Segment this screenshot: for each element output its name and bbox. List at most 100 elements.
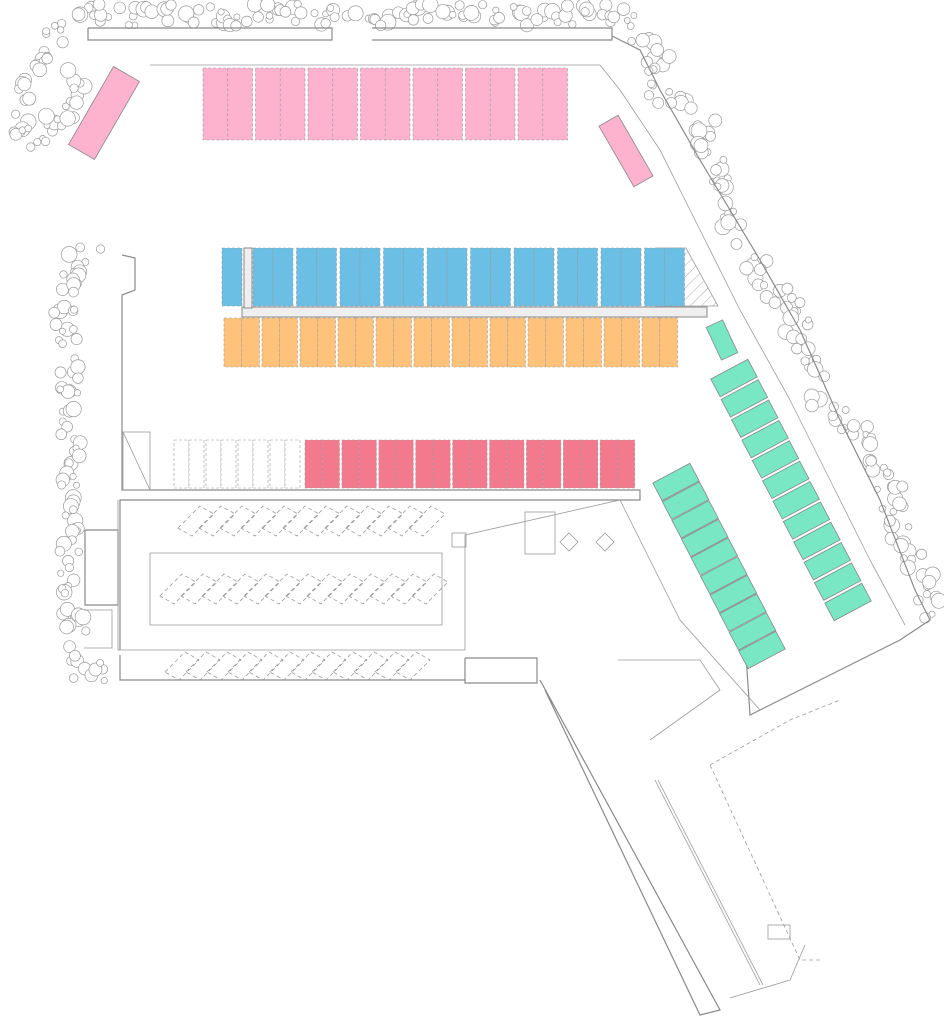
berth[interactable]: [700, 556, 748, 595]
berth-group[interactable]: [202, 67, 253, 141]
berth[interactable]: [762, 460, 810, 500]
berth[interactable]: [526, 439, 544, 489]
berth-group[interactable]: [296, 247, 337, 307]
berth[interactable]: [321, 439, 340, 489]
berth[interactable]: [728, 612, 777, 651]
berth[interactable]: [412, 67, 439, 141]
berth-group[interactable]: [644, 247, 685, 307]
berth-group[interactable]: [451, 317, 488, 368]
berth[interactable]: [337, 317, 357, 368]
berth[interactable]: [67, 65, 141, 161]
berth[interactable]: [621, 317, 640, 368]
berth[interactable]: [620, 247, 642, 307]
berth[interactable]: [772, 480, 820, 520]
berth[interactable]: [304, 439, 323, 489]
berth-group[interactable]: [255, 67, 306, 141]
berth[interactable]: [375, 317, 395, 368]
berth[interactable]: [517, 67, 544, 141]
berth[interactable]: [358, 439, 377, 489]
berth[interactable]: [252, 439, 269, 489]
berth[interactable]: [730, 399, 779, 438]
berth-group[interactable]: [269, 439, 301, 489]
berth-group[interactable]: [426, 247, 468, 307]
berth[interactable]: [542, 67, 568, 141]
berth[interactable]: [317, 317, 336, 368]
berth[interactable]: [332, 67, 358, 141]
berth[interactable]: [490, 247, 511, 307]
berth[interactable]: [296, 247, 317, 307]
berth-group[interactable]: [562, 439, 599, 489]
berth-group[interactable]: [252, 247, 294, 307]
berth[interactable]: [507, 317, 526, 368]
berth[interactable]: [664, 247, 685, 307]
berth[interactable]: [705, 319, 739, 361]
berth[interactable]: [489, 439, 508, 489]
berth[interactable]: [603, 317, 623, 368]
berth[interactable]: [241, 317, 260, 368]
berth[interactable]: [272, 247, 294, 307]
berth[interactable]: [316, 247, 337, 307]
berth[interactable]: [261, 317, 281, 368]
berth-group[interactable]: [527, 317, 564, 368]
berth[interactable]: [393, 317, 412, 368]
berth-group[interactable]: [565, 317, 602, 368]
berth-group[interactable]: [412, 67, 463, 141]
berth[interactable]: [378, 439, 397, 489]
berth[interactable]: [738, 630, 786, 670]
berth[interactable]: [652, 462, 700, 502]
berth[interactable]: [513, 247, 535, 307]
berth[interactable]: [680, 518, 729, 558]
berth[interactable]: [719, 593, 767, 632]
berth[interactable]: [543, 439, 562, 489]
berth[interactable]: [644, 247, 665, 307]
berth[interactable]: [255, 67, 281, 141]
berth-group[interactable]: [557, 247, 598, 307]
berth[interactable]: [583, 317, 602, 368]
berth-group[interactable]: [223, 317, 260, 368]
berth[interactable]: [223, 317, 243, 368]
berth-group[interactable]: [413, 317, 450, 368]
berth[interactable]: [452, 439, 471, 489]
berth[interactable]: [395, 439, 414, 489]
berth-group[interactable]: [337, 317, 374, 368]
berth[interactable]: [577, 247, 598, 307]
berth-group[interactable]: [339, 247, 381, 307]
berth[interactable]: [403, 247, 424, 307]
berth[interactable]: [173, 439, 190, 489]
berth-group[interactable]: [452, 439, 488, 489]
berth[interactable]: [782, 501, 831, 540]
berth-group[interactable]: [489, 317, 526, 368]
berth[interactable]: [252, 247, 274, 307]
berth[interactable]: [709, 574, 758, 614]
berth-group[interactable]: [205, 439, 237, 489]
berth[interactable]: [690, 537, 738, 576]
berth-group[interactable]: [603, 317, 640, 368]
berth[interactable]: [489, 317, 509, 368]
berth[interactable]: [384, 67, 411, 141]
berth[interactable]: [793, 521, 841, 561]
berth-group[interactable]: [599, 439, 636, 489]
berth-group[interactable]: [173, 439, 205, 489]
berth[interactable]: [580, 439, 599, 489]
berth[interactable]: [446, 247, 468, 307]
berth-group[interactable]: [489, 439, 525, 489]
berth[interactable]: [426, 247, 448, 307]
berth[interactable]: [470, 247, 491, 307]
berth[interactable]: [221, 247, 243, 307]
berth[interactable]: [533, 247, 555, 307]
berth[interactable]: [227, 67, 253, 141]
berth[interactable]: [431, 317, 450, 368]
berth[interactable]: [813, 562, 862, 601]
berth[interactable]: [720, 379, 769, 418]
berth[interactable]: [360, 67, 386, 141]
berth-group[interactable]: [517, 67, 568, 141]
berth[interactable]: [413, 317, 433, 368]
berth[interactable]: [824, 582, 872, 622]
berth[interactable]: [339, 247, 361, 307]
berth[interactable]: [359, 247, 381, 307]
berth[interactable]: [598, 114, 654, 188]
berth-group[interactable]: [641, 317, 678, 368]
berth-group[interactable]: [237, 439, 269, 489]
berth-group[interactable]: [378, 439, 414, 489]
berth[interactable]: [307, 67, 334, 141]
